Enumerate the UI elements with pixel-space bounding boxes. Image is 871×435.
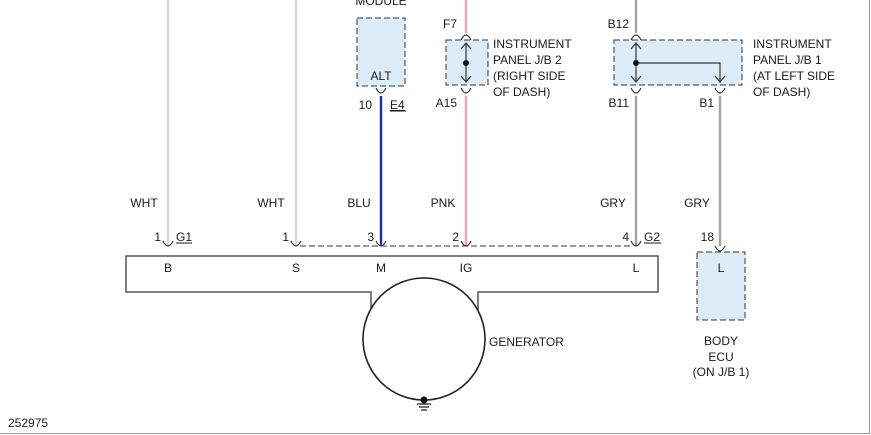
jb1-label-line-2: PANEL J/B 1 (753, 53, 822, 67)
generator-pin-name-l: L (633, 261, 640, 275)
wire-label-blu: BLU (347, 196, 370, 210)
generator-pin-name-s: S (292, 261, 300, 275)
body-ecu-name-line-1: BODY (704, 334, 738, 348)
jb1-label-line-1: INSTRUMENT (753, 37, 832, 51)
jb1-junction-dot (633, 60, 639, 66)
jb1-bottom-left-connector-mark (630, 87, 642, 94)
body-ecu-name-line-2: ECU (708, 350, 733, 364)
pin-number-s: 1 (282, 230, 289, 244)
jb2-top-pin: F7 (443, 17, 457, 31)
pin-mark-ig (460, 240, 472, 247)
jb2-label-line-2: PANEL J/B 2 (493, 53, 562, 67)
pin-number-ig: 2 (452, 230, 459, 244)
generator-connector-id-g2: G2 (644, 230, 660, 244)
jb1-label-line-4: OF DASH) (753, 85, 810, 99)
jb1-internal-branch (636, 62, 721, 82)
jb2-arrow-up (460, 42, 472, 50)
jb2-bottom-pin: A15 (436, 96, 458, 110)
alt-connector-id: E4 (390, 98, 405, 112)
jb1-arrow-down-left (630, 75, 642, 83)
pin-number-b: 1 (154, 230, 161, 244)
pin-mark-b (162, 240, 174, 247)
wire-label-gry-2: GRY (684, 196, 710, 210)
generator-connector-id-g1: G1 (176, 230, 192, 244)
body-ecu-pin-label: L (718, 261, 725, 275)
jb2-arrow-down (460, 75, 472, 83)
jb1-top-pin: B12 (608, 17, 630, 31)
wire-label-pnk: PNK (431, 196, 456, 210)
generator-symbol-circle (362, 277, 486, 401)
jb1-bottom-left-pin: B11 (609, 96, 630, 110)
jb1-arrow-up (630, 42, 642, 50)
figure-id: 252975 (8, 416, 48, 430)
pin-mark-s (290, 240, 302, 247)
jb1-top-connector-mark (630, 34, 642, 41)
pin-number-l: 4 (622, 230, 629, 244)
alt-module-label: ALT (370, 69, 392, 83)
body-ecu-name-line-3: (ON J/B 1) (693, 365, 750, 379)
pin-mark-m (375, 240, 387, 247)
generator-label: GENERATOR (489, 335, 564, 349)
jb2-label-line-4: OF DASH) (493, 85, 550, 99)
jb2-bottom-connector-mark (460, 87, 472, 94)
generator-pin-name-b: B (164, 261, 172, 275)
jb1-label-line-3: (AT LEFT SIDE (753, 69, 835, 83)
alt-pin-number: 10 (359, 98, 373, 112)
generator-pin-name-ig: IG (460, 261, 473, 275)
wire-label-wht-1: WHT (130, 196, 158, 210)
jb2-label-line-1: INSTRUMENT (493, 37, 572, 51)
alt-module-box (356, 17, 406, 87)
wire-label-wht-2: WHT (257, 196, 285, 210)
alt-connector-mark (375, 87, 387, 94)
body-ecu-box (696, 251, 746, 321)
body-ecu-pin-number: 18 (701, 230, 715, 244)
jb1-arrow-down-right (714, 75, 726, 83)
pin-number-m: 3 (367, 230, 374, 244)
jb1-bottom-right-pin: B1 (699, 96, 714, 110)
jb2-junction-dot (463, 60, 469, 66)
wire-label-gry-1: GRY (600, 196, 626, 210)
alt-module-title: MODULE (355, 0, 406, 8)
body-ecu-connector-mark (714, 245, 726, 252)
jb2-top-connector-mark (460, 34, 472, 41)
generator-pin-name-m: M (376, 261, 386, 275)
jb2-label-line-3: (RIGHT SIDE (493, 69, 565, 83)
ground-icon (417, 396, 431, 411)
jb1-bottom-right-connector-mark (714, 87, 726, 94)
pin-mark-l (630, 240, 642, 247)
